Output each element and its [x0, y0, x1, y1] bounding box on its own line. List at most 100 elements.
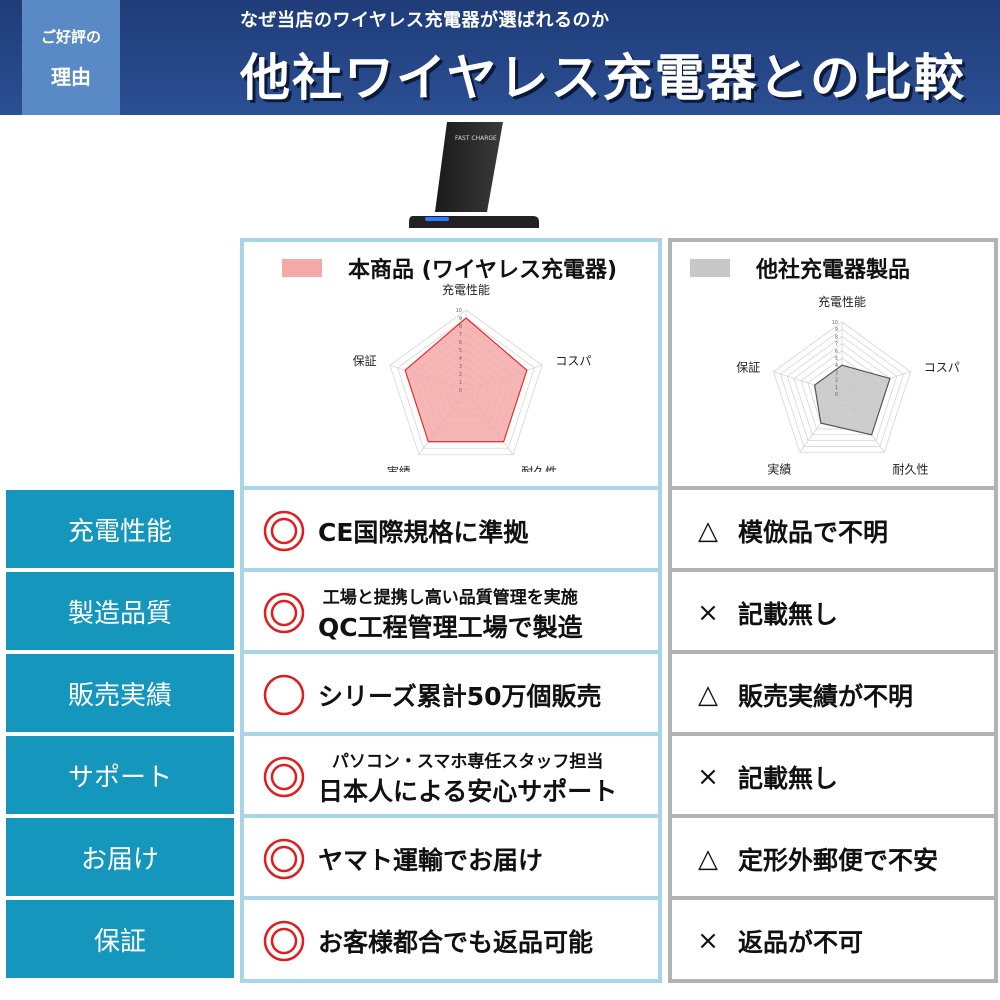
- triangle-mark-icon: △: [698, 516, 718, 546]
- page-subtitle: なぜ当店のワイヤレス充電器が選ばれるのか: [240, 10, 610, 31]
- our-cell: パソコン・スマホ専任スタッフ担当日本人による安心サポート: [244, 732, 658, 818]
- competitor-cell: × 記載無し: [672, 568, 994, 654]
- row-label: 製造品質: [6, 572, 234, 650]
- our-radar-tick-label: 8: [459, 324, 462, 330]
- our-radar-axis-label: 保証: [353, 354, 377, 368]
- double-circle-mark-icon: [263, 838, 305, 880]
- our-cell: ヤマト運輸でお届け: [244, 814, 658, 900]
- competitor-radar-tick-label: 6: [835, 349, 838, 355]
- our-legend: 本商品 (ワイヤレス充電器): [282, 252, 617, 284]
- competitor-radar-tick-label: 0: [835, 392, 838, 398]
- row-label: 保証: [6, 900, 234, 978]
- cross-mark-icon: ×: [697, 598, 719, 628]
- wireless-charger-image: FAST CHARGE: [409, 122, 539, 228]
- competitor-radar-grid-ring: [786, 335, 898, 441]
- competitor-cell: △ 販売実績が不明: [672, 650, 994, 736]
- our-legend-swatch: [282, 259, 322, 277]
- competitor-radar-tick-label: 5: [835, 356, 838, 362]
- our-cell-text: お客様都合でも返品可能: [318, 923, 593, 959]
- competitor-radar-axis-label: 保証: [736, 360, 760, 374]
- competitor-radar-tick-label: 2: [835, 378, 838, 384]
- our-cell-note: パソコン・スマホ専任スタッフ担当: [331, 751, 604, 772]
- page-title: 他社ワイヤレス充電器との比較: [240, 49, 966, 107]
- competitor-cell: △ 模倣品で不明: [672, 486, 994, 572]
- our-radar-grid-ring: [389, 309, 543, 456]
- charger-led-shape: [425, 217, 449, 221]
- badge-line2: 理由: [51, 64, 91, 89]
- our-radar-tick-label: 7: [459, 332, 462, 338]
- our-radar-series-area: [404, 317, 528, 443]
- row-label: サポート: [6, 736, 234, 814]
- our-legend-label: 本商品 (ワイヤレス充電器): [348, 258, 618, 283]
- triangle-mark-icon: △: [698, 844, 718, 874]
- competitor-radar-axis-label: 実績: [767, 462, 791, 477]
- row-label: 販売実績: [6, 654, 234, 732]
- cross-mark-icon: ×: [697, 762, 719, 792]
- circle-mark-icon: [263, 674, 305, 716]
- our-cell-note: 工場と提携し高い品質管理を実施: [322, 587, 578, 608]
- competitor-radar-tick-label: 8: [835, 334, 838, 340]
- our-cell-text: ヤマト運輸でお届け: [318, 841, 543, 877]
- our-cell-text: CE国際規格に準拠: [318, 513, 528, 549]
- our-radar-tick-label: 0: [459, 388, 462, 394]
- competitor-column: [668, 238, 998, 983]
- competitor-radar-tick-label: 1: [835, 385, 838, 391]
- competitor-radar-tick-label: 10: [832, 320, 838, 326]
- our-radar-tick-label: 9: [459, 316, 462, 322]
- our-radar-axis-label: 実績: [387, 464, 411, 472]
- competitor-radar-grid-ring: [779, 328, 905, 447]
- our-cell-main: CE国際規格に準拠: [318, 518, 529, 547]
- competitor-cell-text: 販売実績が不明: [738, 682, 914, 711]
- our-cell: お客様都合でも返品可能: [244, 896, 658, 982]
- competitor-cell-text: 返品が不可: [738, 928, 864, 957]
- competitor-legend-label: 他社充電器製品: [756, 258, 911, 283]
- our-cell: シリーズ累計50万個販売: [244, 650, 658, 736]
- our-radar-tick-label: 1: [459, 380, 462, 386]
- competitor-radar-axis-label: 充電性能: [818, 294, 866, 309]
- our-radar-tick-label: 6: [459, 340, 462, 346]
- competitor-cell: × 返品が不可: [672, 896, 994, 982]
- competitor-radar-tick-label: 7: [835, 342, 838, 348]
- our-radar-axis-label: 耐久性: [521, 465, 557, 472]
- competitor-radar-tick-label: 3: [835, 370, 838, 376]
- competitor-radar-tick-label: 4: [835, 363, 838, 369]
- our-cell-text: パソコン・スマホ専任スタッフ担当日本人による安心サポート: [318, 747, 617, 808]
- row-label: 充電性能: [6, 490, 234, 568]
- our-radar-tick-label: 5: [459, 348, 462, 354]
- double-circle-mark-icon: [263, 756, 305, 798]
- our-radar-grid-ring: [397, 317, 535, 449]
- competitor-cell-text: 記載無し: [738, 600, 839, 629]
- competitor-legend: 他社充電器製品: [690, 252, 910, 284]
- competitor-legend-swatch: [690, 259, 730, 277]
- competitor-cell-text: 模倣品で不明: [738, 518, 889, 547]
- our-radar-tick-label: 2: [459, 372, 462, 378]
- triangle-mark-icon: △: [698, 680, 718, 710]
- row-label: お届け: [6, 818, 234, 896]
- competitor-cell: △ 定形外郵便で不安: [672, 814, 994, 900]
- double-circle-mark-icon: [263, 592, 305, 634]
- cross-mark-icon: ×: [697, 926, 719, 956]
- our-radar-axis-label: コスパ: [555, 354, 591, 368]
- our-cell-main: ヤマト運輸でお届け: [318, 846, 544, 875]
- our-radar-tick-label: 4: [459, 356, 462, 362]
- reason-badge: ご好評の 理由: [22, 0, 120, 115]
- our-cell-main: 日本人による安心サポート: [318, 776, 618, 806]
- competitor-cell-text: 記載無し: [738, 764, 839, 793]
- our-cell-main: シリーズ累計50万個販売: [318, 682, 602, 711]
- competitor-radar-grid-ring: [793, 343, 891, 436]
- competitor-radar-axis-label: コスパ: [924, 360, 960, 374]
- double-circle-mark-icon: [263, 510, 305, 552]
- our-cell-text: シリーズ累計50万個販売: [318, 677, 602, 713]
- our-cell: CE国際規格に準拠: [244, 486, 658, 572]
- competitor-cell: × 記載無し: [672, 732, 994, 818]
- competitor-radar-tick-label: 9: [835, 327, 838, 333]
- competitor-radar-series-area: [813, 364, 891, 436]
- competitor-cell-text: 定形外郵便で不安: [738, 846, 939, 875]
- competitor-radar-grid-ring: [773, 321, 911, 453]
- charger-pad-shape: [435, 122, 503, 212]
- product-label: FAST CHARGE: [455, 135, 497, 142]
- competitor-radar-axis-label: 耐久性: [893, 463, 929, 477]
- our-radar-tick-label: 10: [456, 308, 462, 314]
